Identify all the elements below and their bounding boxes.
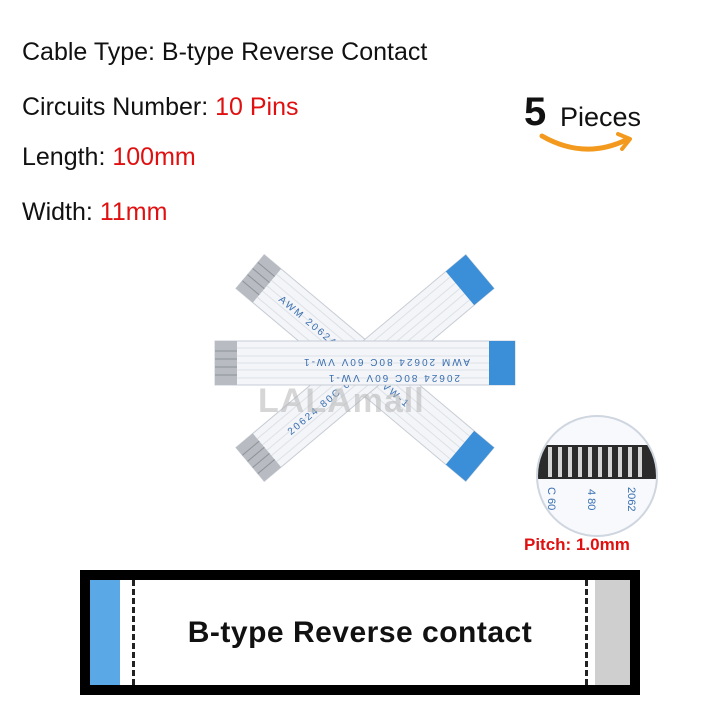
smile-arrow-icon <box>539 132 632 152</box>
left-fold-line <box>132 580 135 685</box>
cables-illustration: AWM 20624 80C 60V VW-1 20624 80C 60V VW-… <box>214 254 516 482</box>
circuits-value: 10 Pins <box>215 93 299 121</box>
watermark-text: LALAmall <box>258 382 425 420</box>
length-line: Length: 100mm <box>22 143 196 172</box>
width-value: 11mm <box>99 198 168 226</box>
circuits-line: Circuits Number: 10 Pins <box>22 93 299 122</box>
zoom-text: 4 80 <box>585 489 597 510</box>
length-value: 100mm <box>112 143 196 171</box>
grey-contact-end <box>595 580 630 685</box>
zoom-text: C 60 <box>545 487 557 510</box>
pitch-zoom-circle: C 60 4 80 2062 <box>536 415 658 537</box>
width-line: Width: 11mm <box>22 198 167 227</box>
width-label: Width: <box>22 198 93 226</box>
pitch-label: Pitch: 1.0mm <box>524 535 630 554</box>
cable-type-line: Cable Type: B-type Reverse Contact <box>22 38 427 67</box>
contact-diagram: B-type Reverse contact <box>80 570 640 695</box>
cable-print-text: AWM 20624 80C 60V VW-1 <box>302 356 470 367</box>
cable-print-text: 20624 80C 60V VW-1 <box>327 372 460 383</box>
pieces-count: 5 <box>524 90 547 134</box>
length-label: Length: <box>22 143 106 171</box>
cable-type-value: B-type Reverse Contact <box>161 38 428 66</box>
cable-type-label: Cable Type: <box>22 38 155 66</box>
blue-stiffener-tab <box>90 580 120 685</box>
pieces-word: Pieces <box>560 102 642 132</box>
zoom-text: 2062 <box>625 487 637 511</box>
pieces-badge: 5 Pieces <box>524 90 664 170</box>
cable-horizontal: AWM 20624 80C 60V VW-1 20624 80C 60V VW-… <box>214 340 516 386</box>
right-fold-line <box>585 580 588 685</box>
contact-diagram-label: B-type Reverse contact <box>187 616 533 649</box>
pitch-zoom-contacts: C 60 4 80 2062 <box>538 445 656 511</box>
contact-diagram-body: B-type Reverse contact <box>90 580 630 685</box>
circuits-label: Circuits Number: <box>22 93 209 121</box>
